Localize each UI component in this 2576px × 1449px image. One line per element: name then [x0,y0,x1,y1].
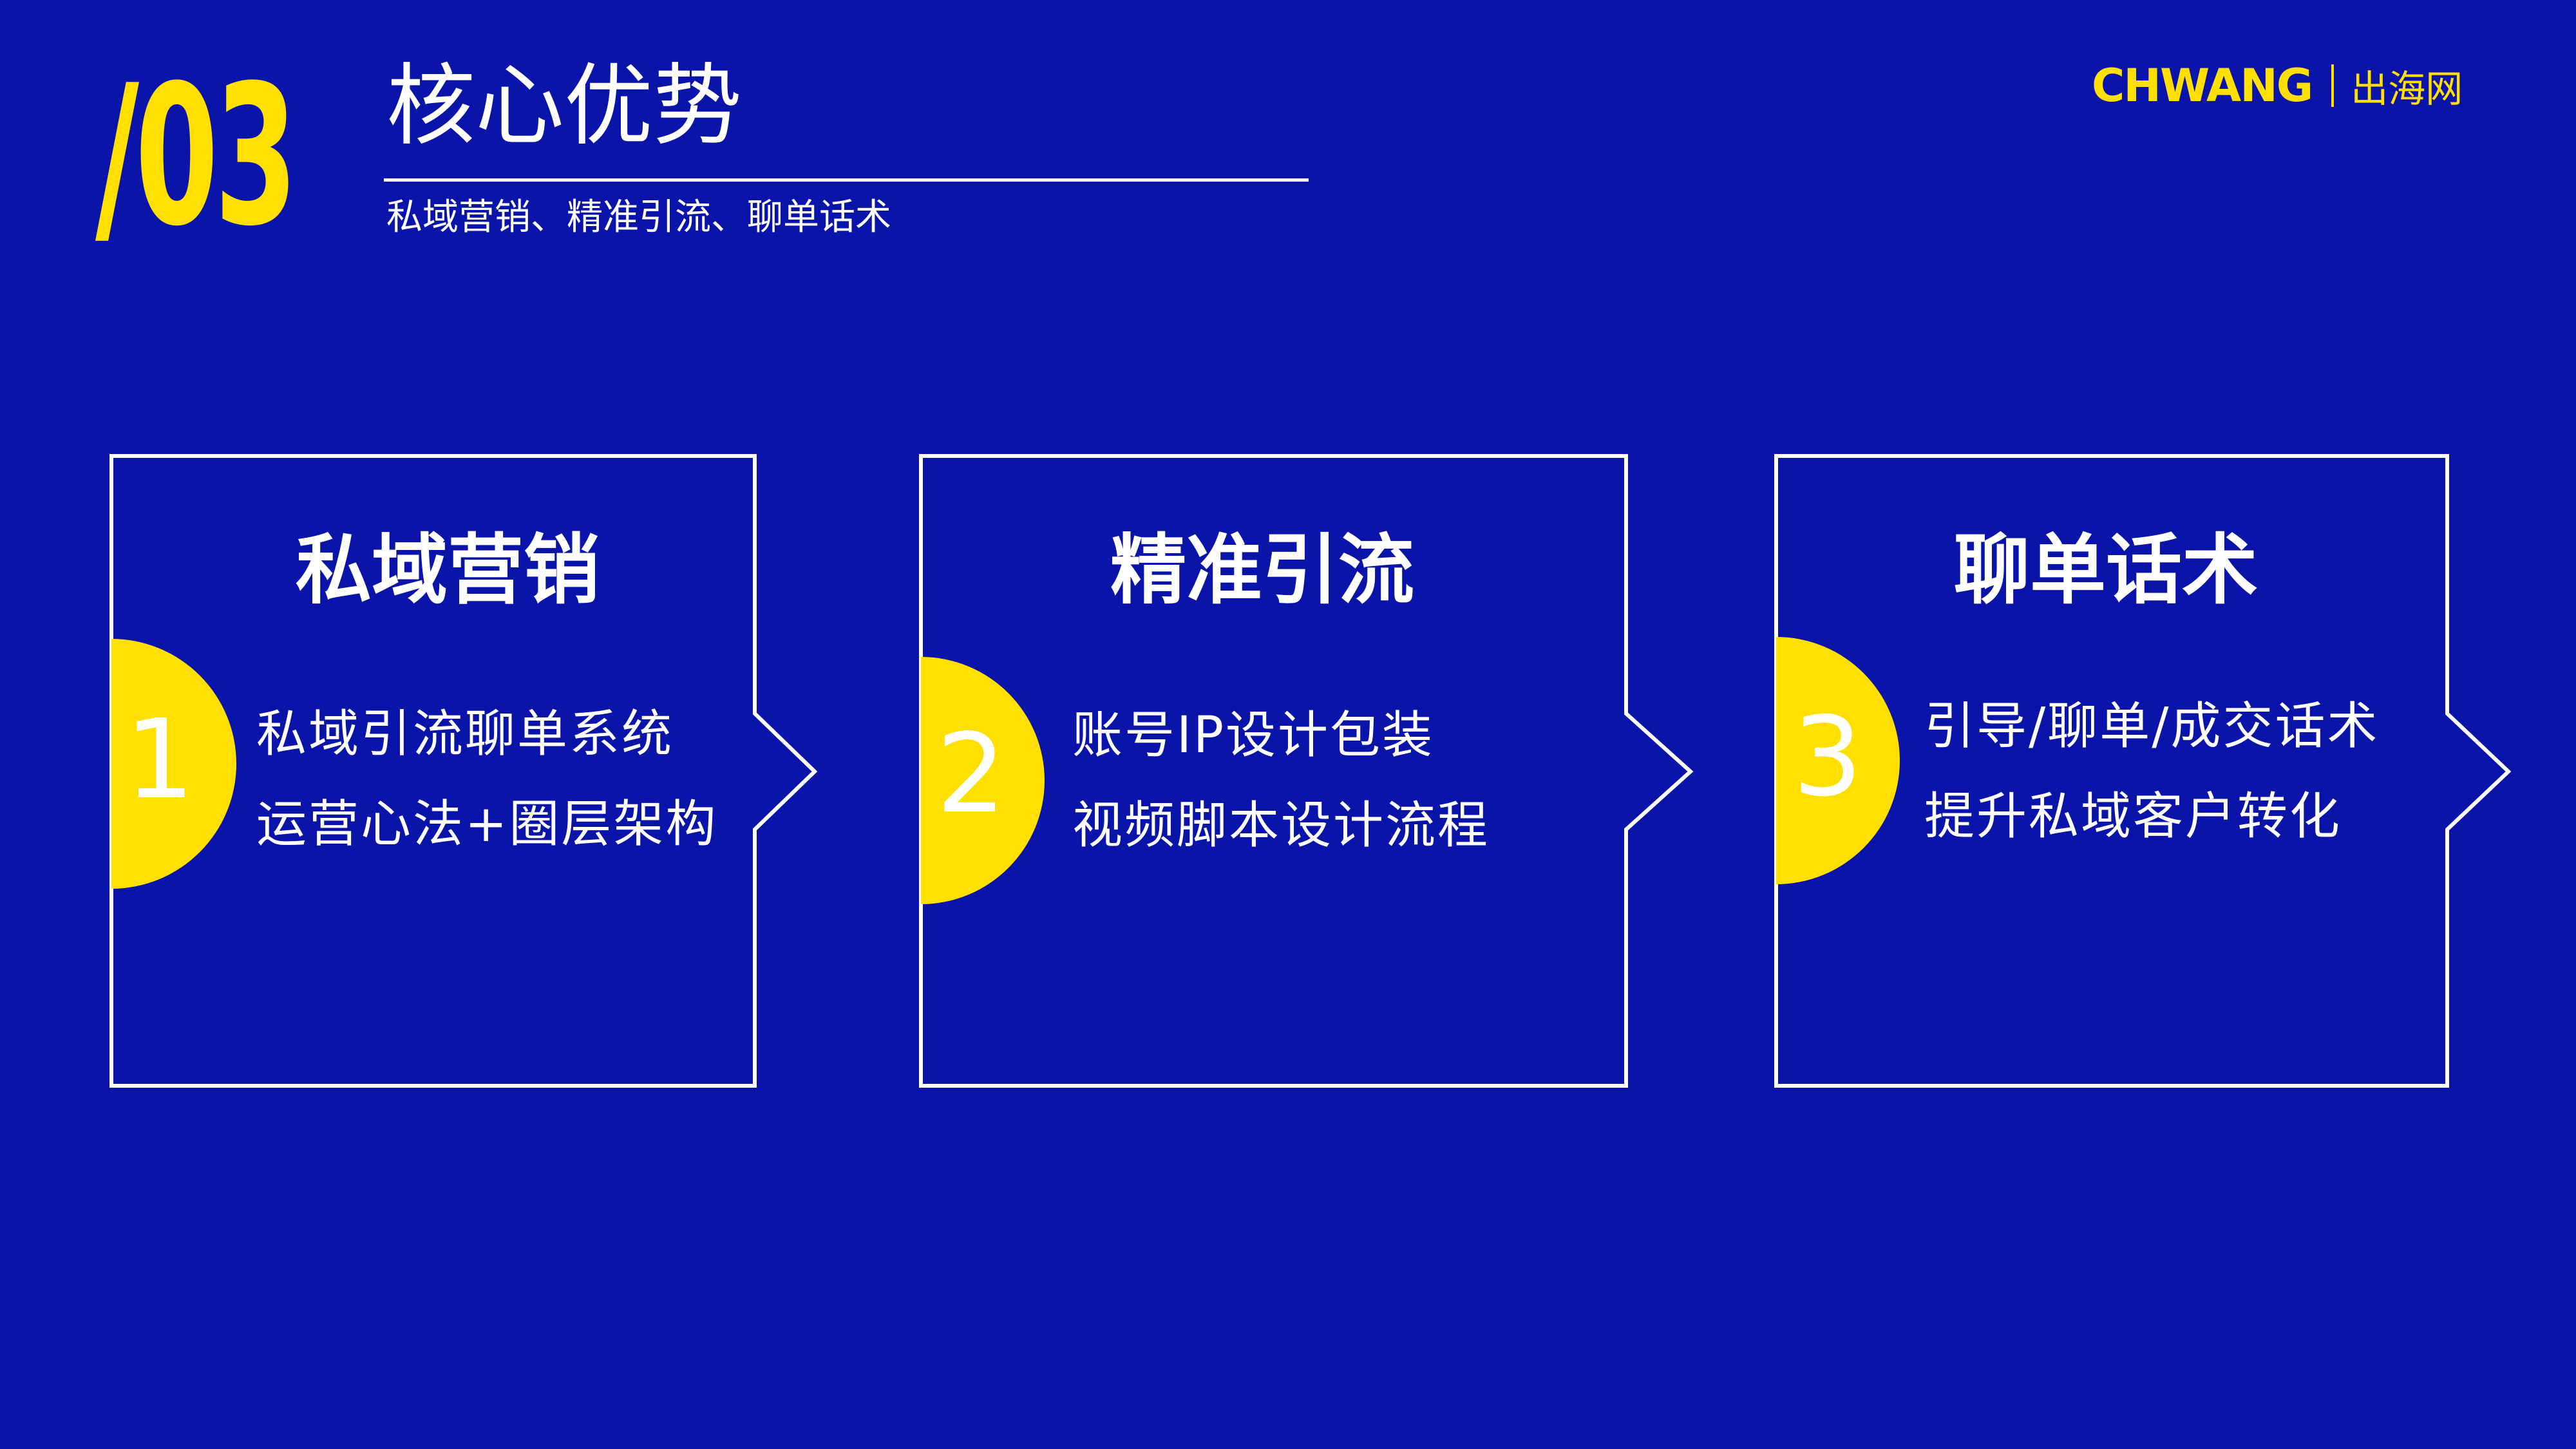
brand-logo-group: CHWANG 出海网 [2092,57,2463,115]
card-3-title: 聊单话术 [1953,526,2258,614]
card-1-title: 私域营销 [295,526,600,614]
card-2-line-2: 视频脚本设计流程 [1072,797,1490,855]
card-3-line-1: 引导/聊单/成交话术 [1924,697,2380,755]
card-2-number: 2 [936,710,1007,838]
brand-name: 出海网 [2351,67,2463,111]
card-3-line-2: 提升私域客户转化 [1924,788,2342,846]
card-2-title: 精准引流 [1110,526,1414,614]
card-3-badge [1776,637,1900,884]
card-1-line-2: 运营心法+圈层架构 [256,795,718,853]
page-subtitle: 私域营销、精准引流、聊单话术 [386,196,891,238]
brand-logo: CHWANG [2092,59,2313,112]
brand-separator [2331,64,2334,107]
card-3-number: 3 [1792,694,1863,821]
card-1-frame [109,454,818,1088]
title-divider [384,178,1309,182]
card-2-frame [919,454,1694,1088]
card-2-badge [921,657,1045,904]
card-2-line-1: 账号IP设计包装 [1072,706,1435,764]
card-1-line-1: 私域引流聊单系统 [256,705,674,763]
page-title: 核心优势 [386,54,743,158]
card-1-number: 1 [124,696,195,824]
card-3-frame [1774,454,2512,1088]
section-number: /03 [95,44,298,269]
card-1-badge [111,639,236,889]
